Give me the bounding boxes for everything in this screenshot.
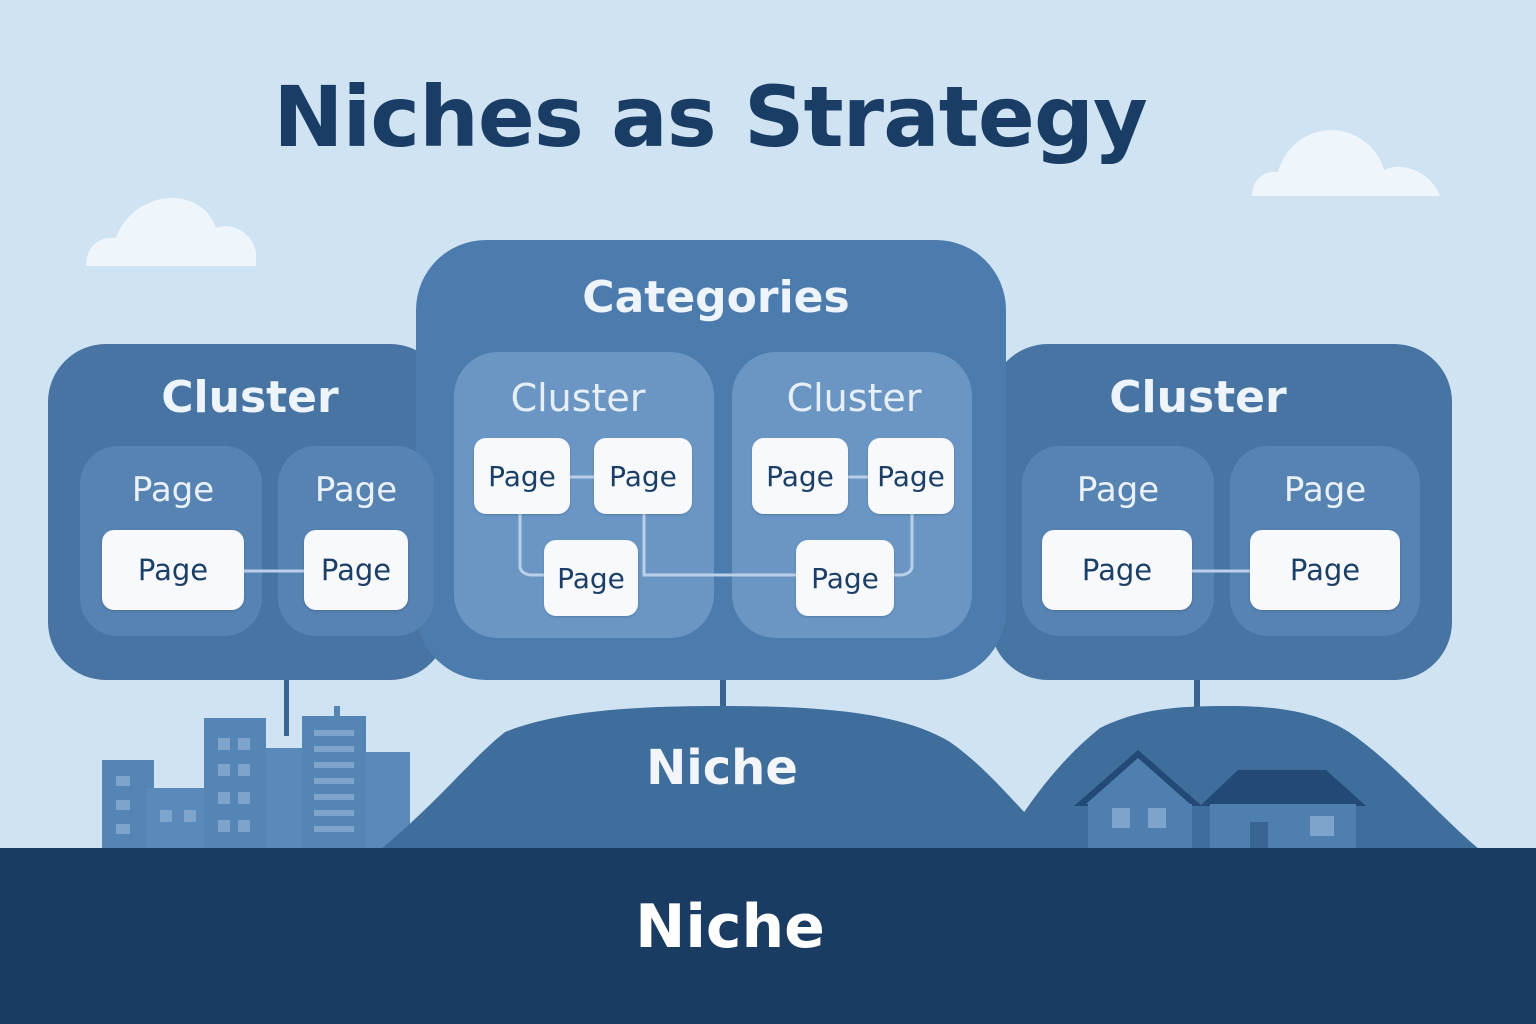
- cloud-left-icon: [86, 197, 256, 266]
- page-card-inner2-top-left[interactable]: Page: [752, 438, 848, 514]
- stem-center: [720, 676, 726, 712]
- page-label-left-1: Page: [131, 470, 215, 510]
- categories-heading: Categories: [582, 272, 850, 323]
- city-buildings-icon: [102, 706, 410, 850]
- houses-icon: [1074, 750, 1366, 850]
- stem-left: [284, 676, 289, 736]
- page-label-right-1: Page: [1076, 470, 1160, 510]
- cluster-heading-left: Cluster: [161, 372, 339, 423]
- page-card-left-1[interactable]: Page: [102, 530, 244, 610]
- stem-right: [1194, 676, 1200, 712]
- page-title: Niches as Strategy: [273, 68, 1148, 166]
- page-card-right-1[interactable]: Page: [1042, 530, 1192, 610]
- cluster-heading-right: Cluster: [1109, 372, 1287, 423]
- base-ground: [0, 848, 1536, 1024]
- page-card-inner2-bottom[interactable]: Page: [796, 540, 894, 616]
- page-card-inner2-top-right[interactable]: Page: [868, 438, 954, 514]
- niche-hill-label: Niche: [646, 740, 798, 796]
- cluster-heading-inner-1: Cluster: [510, 376, 646, 420]
- page-label-left-2: Page: [314, 470, 398, 510]
- page-card-inner1-top-right[interactable]: Page: [594, 438, 692, 514]
- page-label-right-2: Page: [1283, 470, 1367, 510]
- niche-base-label: Niche: [635, 892, 825, 962]
- page-card-left-2[interactable]: Page: [304, 530, 408, 610]
- page-card-inner1-bottom[interactable]: Page: [544, 540, 638, 616]
- cloud-right-icon: [1252, 130, 1440, 196]
- cluster-heading-inner-2: Cluster: [786, 376, 922, 420]
- page-card-inner1-top-left[interactable]: Page: [474, 438, 570, 514]
- page-connectors: [242, 475, 1252, 577]
- hill-center: [380, 706, 1060, 850]
- page-card-right-2[interactable]: Page: [1250, 530, 1400, 610]
